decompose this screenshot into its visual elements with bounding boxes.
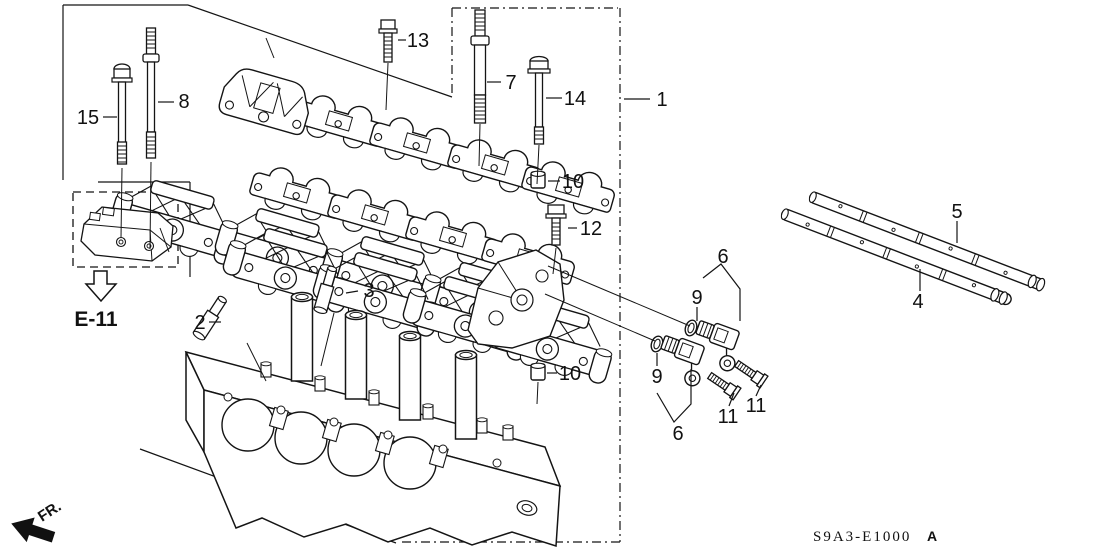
callout-part-2: 2 <box>194 312 205 334</box>
e11-reference-box <box>72 191 179 268</box>
callout-part-3: 3 <box>363 280 374 302</box>
frame-lines <box>62 4 621 544</box>
bolt-12-drawing <box>545 204 567 246</box>
callout-part-9-lower: 9 <box>651 366 662 388</box>
diagram-code: S9A3-E1000 <box>813 529 911 545</box>
callout-part-6-upper: 6 <box>717 246 728 268</box>
e11-reference-label: E-11 <box>74 308 118 331</box>
front-direction-arrow-icon <box>11 517 56 543</box>
e11-plate-drawing <box>80 206 174 262</box>
o-ring-9-upper-drawing <box>682 317 700 339</box>
rocker-shaft-5-drawing <box>808 191 1046 292</box>
callout-part-10-lower: 10 <box>559 363 581 385</box>
front-direction-label: FR. <box>35 498 65 525</box>
leader-lines <box>103 39 958 423</box>
callout-part-14: 14 <box>564 88 586 110</box>
stud-7-drawing <box>470 9 490 124</box>
rocker-shaft-4-drawing <box>780 208 1012 306</box>
assembly-lines <box>120 62 691 405</box>
callout-part-10-upper: 10 <box>562 171 584 193</box>
callout-part-15: 15 <box>77 107 99 129</box>
sensor-bolt-11-left-drawing <box>705 369 742 401</box>
callout-part-11-right: 11 <box>746 395 767 417</box>
e11-arrow-icon <box>84 270 118 303</box>
callout-part-5: 5 <box>951 201 962 223</box>
callout-part-12: 12 <box>580 218 602 240</box>
diagram-revision: A <box>927 528 937 544</box>
callout-part-4: 4 <box>912 291 923 313</box>
stud-15-drawing <box>111 63 133 165</box>
callout-part-9-upper: 9 <box>691 287 702 309</box>
callout-part-1: 1 <box>656 89 667 111</box>
callout-part-6-lower: 6 <box>672 423 683 445</box>
end-cam-holder-drawing <box>218 68 310 136</box>
sensor-bolt-11-right-drawing <box>732 357 769 389</box>
dowel-10-lower-drawing <box>530 362 546 381</box>
cylinder-head-drawing <box>184 249 565 548</box>
callout-part-8: 8 <box>178 91 189 113</box>
callout-part-7: 7 <box>505 72 516 94</box>
bolt-14-drawing <box>527 55 551 145</box>
stud-8-drawing <box>142 27 160 159</box>
bolt-13-drawing <box>378 19 398 63</box>
part-1-group-bracket <box>398 7 621 543</box>
callout-part-11-left: 11 <box>718 406 739 428</box>
callout-part-13: 13 <box>407 30 429 52</box>
